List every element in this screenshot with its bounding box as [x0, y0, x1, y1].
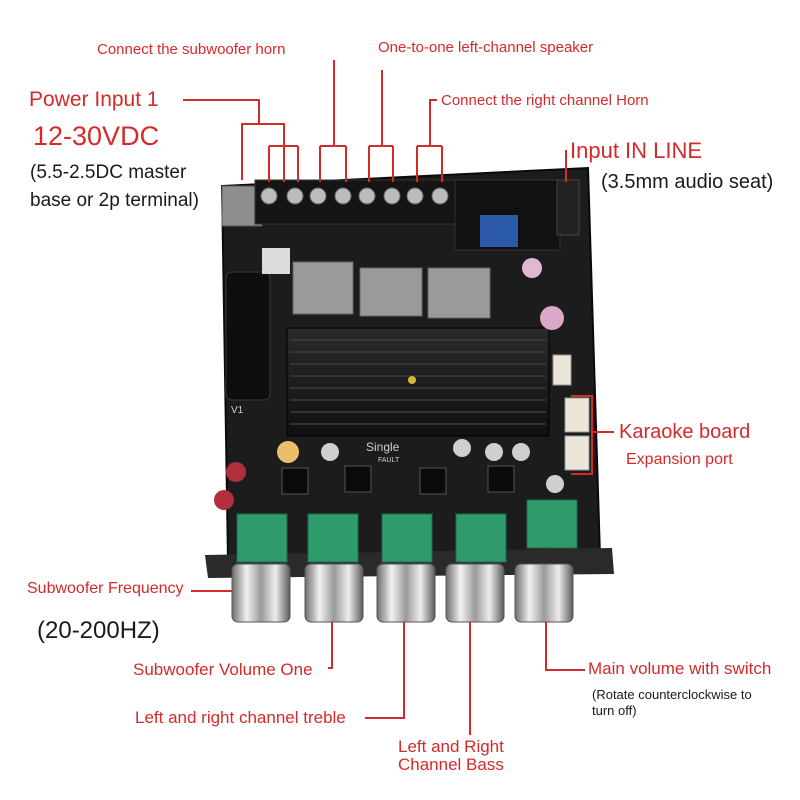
label-right-horn: Connect the right channel Horn — [441, 92, 649, 109]
op-amp-chips — [281, 465, 515, 495]
label-treble: Left and right channel treble — [135, 708, 346, 727]
label-expansion-port: Expansion port — [626, 451, 733, 468]
main-capacitor — [225, 271, 271, 401]
knobs — [231, 563, 574, 623]
capacitors — [214, 258, 564, 510]
board-text-single: Single — [366, 440, 400, 454]
audio-jack — [556, 179, 580, 236]
label-freq-range: (20-200HZ) — [37, 617, 160, 644]
board-text-fault: FAULT — [378, 457, 400, 464]
board-text-v1: V1 — [231, 405, 244, 416]
heatsink — [286, 327, 550, 437]
karaoke-connector-1 — [564, 397, 590, 433]
inductors — [292, 261, 491, 319]
terminal-screws — [260, 187, 449, 205]
label-subwoofer-horn: Connect the subwoofer horn — [97, 41, 286, 58]
label-main-volume-note-1: (Rotate counterclockwise to — [592, 687, 752, 702]
potentiometers — [236, 499, 578, 563]
label-input-line: Input IN LINE — [570, 138, 703, 163]
label-left-speaker: One-to-one left-channel speaker — [378, 39, 594, 56]
label-power-input: Power Input 1 — [29, 88, 159, 111]
label-sub-volume: Subwoofer Volume One — [133, 660, 313, 679]
label-audio-seat: (3.5mm audio seat) — [601, 171, 774, 193]
label-main-volume: Main volume with switch — [588, 659, 772, 678]
label-main-volume-note-2: turn off) — [592, 703, 637, 718]
karaoke-connector-2 — [564, 435, 590, 471]
label-sub-frequency: Subwoofer Frequency — [27, 580, 184, 597]
label-bass-2: Channel Bass — [398, 755, 504, 774]
label-bass-1: Left and Right — [398, 737, 504, 756]
label-power-note-1: (5.5-2.5DC master — [30, 162, 187, 183]
label-voltage: 12-30VDC — [33, 121, 160, 151]
callout-lines — [183, 60, 614, 735]
label-power-note-2: base or 2p terminal) — [30, 190, 199, 211]
label-karaoke-board: Karaoke board — [619, 421, 751, 443]
speaker-terminal-block — [254, 179, 456, 225]
